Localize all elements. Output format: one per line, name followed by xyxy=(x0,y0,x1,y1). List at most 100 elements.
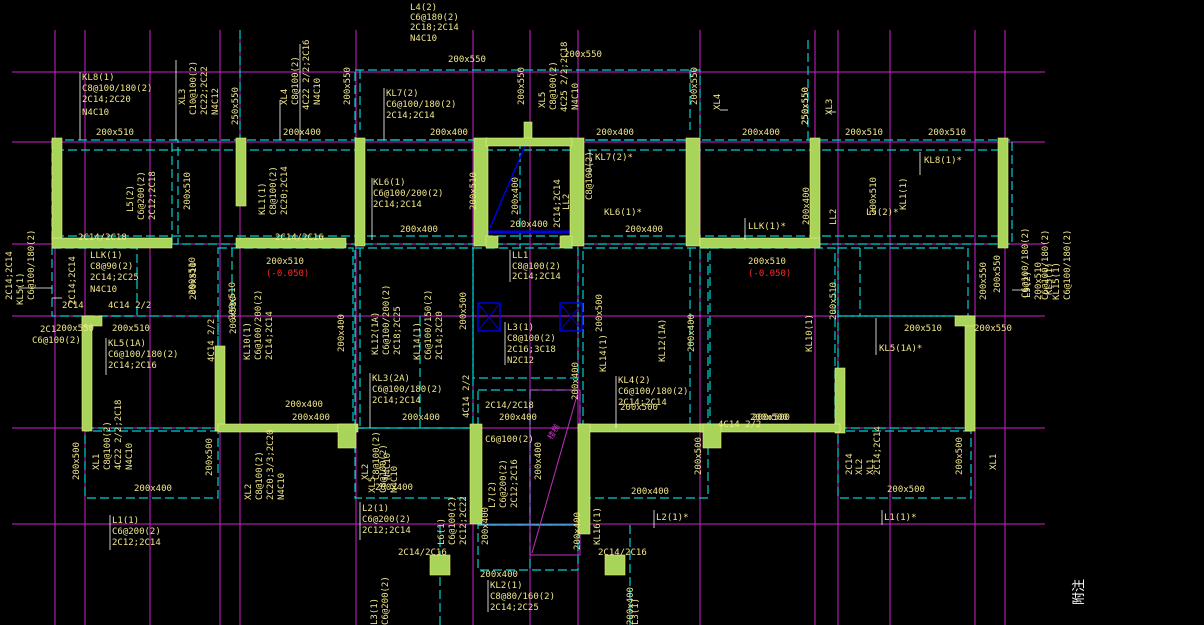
rotated-label: C6@200(2) xyxy=(137,171,147,220)
beam-label: LLK(1)* xyxy=(748,222,786,232)
rotated-label: 200x510 xyxy=(183,172,193,210)
rotated-label: 2C12;2C22 xyxy=(459,496,469,545)
rotated-label: 200x400 xyxy=(511,177,521,215)
beam-label: C8@100(2) xyxy=(507,334,556,344)
rotated-label: 200x400 xyxy=(481,507,491,545)
shear-wall xyxy=(559,235,573,249)
rotated-label: 2C14;2C14 xyxy=(5,251,15,300)
beam-label: L1(1)* xyxy=(884,513,917,523)
rotated-label: 2C20;3/3;2C20 xyxy=(266,430,276,500)
shear-wall xyxy=(51,137,63,249)
shear-wall xyxy=(699,237,821,249)
beam-label: 2C14/2C18 xyxy=(485,401,534,411)
rotated-label: L7(2) xyxy=(488,481,498,508)
rotated-label: 4C14 2/2 xyxy=(207,319,217,362)
rotated-label: 200x400 xyxy=(573,512,583,550)
section-label: 200x400 xyxy=(510,220,548,230)
rotated-label: XL2 xyxy=(244,484,254,500)
rotated-label: KL5(1) xyxy=(1045,262,1055,295)
beam-label: LLK(1) xyxy=(90,251,123,261)
rotated-label: 200x550 xyxy=(517,67,527,105)
rotated-label: 200x510 xyxy=(228,282,238,320)
rotated-label: C10@100(2) xyxy=(189,61,199,115)
rotated-label: XL3 xyxy=(178,89,188,105)
rotated-label: KL1(1) xyxy=(899,177,909,210)
section-label: 200x500 xyxy=(620,403,658,413)
beam-label: C8@100(2) xyxy=(512,262,561,272)
beam-label: 2C1 xyxy=(40,325,56,335)
beam-label: C8@90(2) xyxy=(90,262,133,272)
rotated-label: N4C10 xyxy=(313,78,323,105)
beam-label: 2C12;2C14 xyxy=(362,526,411,536)
shear-wall xyxy=(469,423,483,525)
shear-wall xyxy=(699,423,841,433)
section-label: 200x400 xyxy=(596,128,634,138)
rotated-label: C6@100/200(2) xyxy=(254,290,264,360)
section-label: 200x400 xyxy=(283,128,321,138)
section-label: 200x400 xyxy=(480,570,518,580)
beam-label: 2C14;2C25 xyxy=(490,603,539,613)
drawing-note: 附注 xyxy=(1072,579,1087,605)
lift-shaft-diagonal xyxy=(489,145,526,229)
beam-label: C6@200(2) xyxy=(112,527,161,537)
rotated-label: XL1 xyxy=(92,454,102,470)
rotated-label: LL2 xyxy=(562,194,572,210)
rotated-label: 200x510 xyxy=(1034,262,1044,300)
rotated-label: 200x400 xyxy=(571,362,581,400)
section-label: 200x400 xyxy=(430,128,468,138)
rotated-label: C8@100(2) xyxy=(372,431,382,480)
beam-label: 2C14;2C20 xyxy=(82,95,131,105)
rotated-label: C6@100/180(2) xyxy=(27,230,37,300)
rotated-label: 2C14;2C14 xyxy=(873,426,883,475)
shear-wall xyxy=(429,554,451,576)
rotated-label: C8@100(2) xyxy=(103,421,113,470)
beam-label: 2C12;2C14 xyxy=(112,538,161,548)
section-label: 200x400 xyxy=(631,487,669,497)
rotated-label: C6@200(2) xyxy=(499,459,509,508)
shear-wall xyxy=(235,237,347,249)
shear-wall xyxy=(702,423,722,449)
rotated-label: KL12(1A) xyxy=(371,312,381,355)
section-label: 200x550 xyxy=(448,55,486,65)
rotated-label: N4C12 xyxy=(211,88,221,115)
rotated-label: 200x510 xyxy=(229,296,239,334)
beam-label: C6@100/180(2) xyxy=(618,387,688,397)
rotated-label: 200x400 xyxy=(626,587,636,625)
beam-label: 2C14/2C16 xyxy=(598,548,647,558)
beam-label: 2C14;2C14 xyxy=(373,200,422,210)
beam-outline xyxy=(837,427,972,499)
section-label: 200x550 xyxy=(564,50,602,60)
beam-label: KL8(1) xyxy=(82,73,115,83)
beam-label: 2C14;2C14 xyxy=(618,398,667,408)
beam-label: KL5(1A)* xyxy=(879,344,922,354)
rotated-label: KL14(1) xyxy=(599,334,609,372)
beam-label: C6@100(2) xyxy=(32,336,81,346)
rotated-label: 2C14;2C14 xyxy=(265,311,275,360)
section-label: 200x510 xyxy=(112,324,150,334)
rotated-label: C6@200(2) xyxy=(381,576,391,625)
beam-label: L5(2)* xyxy=(866,208,899,218)
rotated-label: 2C22;2C22 xyxy=(200,66,210,115)
beam-outline xyxy=(84,315,219,432)
rotated-label: 200x500 xyxy=(205,438,215,476)
rotated-label: 200x400 xyxy=(802,187,812,225)
shear-wall xyxy=(217,423,359,433)
rotated-label: 200x550 xyxy=(993,255,1003,293)
section-label: 200x400 xyxy=(292,413,330,423)
annotation-labels: L4(2)C6@180(2)2C18;2C14N4C10KL8(1)C8@100… xyxy=(5,3,1073,625)
rotated-label: XL5 xyxy=(538,92,548,108)
section-label: 200x510 xyxy=(266,257,304,267)
beam-label: L2(1)* xyxy=(656,513,689,523)
rotated-label: XL5 xyxy=(368,477,378,493)
rotated-label: 2C20;2C14 xyxy=(280,166,290,215)
rotated-label: 200x500 xyxy=(459,292,469,330)
walls-and-columns xyxy=(51,121,1009,576)
beam-label: KL4(2) xyxy=(618,376,651,386)
rotated-label: XL3 xyxy=(825,99,835,115)
beam-label: KL6(1)* xyxy=(604,208,642,218)
beam-label: N4C10 xyxy=(90,285,117,295)
rotated-label: N4C10 xyxy=(383,453,393,480)
rotated-label: N4C10 xyxy=(390,466,400,493)
section-label: 200x500 xyxy=(752,413,790,423)
rotated-label: KL5(1) xyxy=(16,272,26,305)
